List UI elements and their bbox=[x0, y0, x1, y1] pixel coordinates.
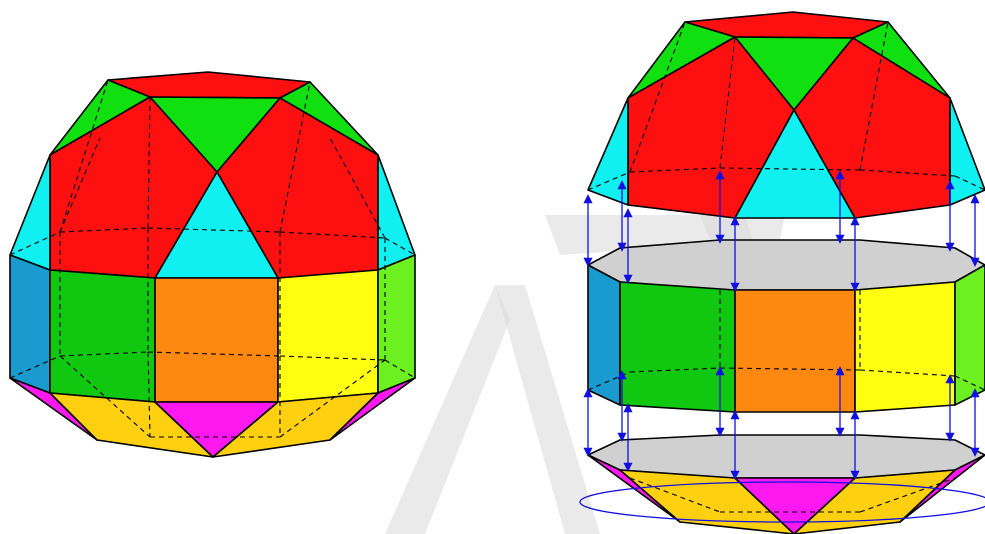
hidden-edge-right-16 bbox=[629, 477, 721, 513]
exploded-upper-cyan-center bbox=[734, 109, 856, 219]
hidden-edge-left-12 bbox=[147, 351, 281, 357]
hidden-edge-left-9 bbox=[329, 137, 386, 239]
hidden-edge-left-8 bbox=[59, 137, 101, 233]
hidden-edge-right-6 bbox=[719, 36, 736, 169]
hidden-edge-left-10 bbox=[9, 355, 61, 379]
hidden-edge-right-4 bbox=[954, 175, 985, 191]
exploded-band-yellow bbox=[854, 281, 956, 413]
hidden-edge-right-18 bbox=[859, 477, 956, 513]
hidden-edge-left-1 bbox=[59, 227, 149, 233]
band-yellow-face bbox=[277, 269, 379, 403]
hidden-edge-right-1 bbox=[629, 167, 721, 173]
band-blue-face bbox=[9, 254, 51, 394]
lower-magenta-face-right bbox=[329, 377, 416, 441]
exploded-lower-magenta-right bbox=[899, 454, 985, 523]
hidden-edge-right-11 bbox=[859, 369, 956, 377]
hidden-edge-right-9 bbox=[629, 367, 721, 373]
exploded-band-green bbox=[619, 281, 736, 413]
rotation-ellipse bbox=[579, 481, 985, 523]
hidden-edge-left-2 bbox=[147, 227, 281, 233]
exploded-polyhedron bbox=[579, 11, 985, 534]
exploded-upper-cyan-right bbox=[949, 97, 985, 206]
hidden-edge-left-0 bbox=[9, 231, 61, 256]
hidden-edge-right-3 bbox=[859, 169, 956, 177]
hidden-edge-left-19 bbox=[59, 355, 151, 438]
watermark-stroke-1 bbox=[495, 285, 600, 534]
exploded-upper-cyan-left bbox=[587, 97, 629, 206]
hidden-edge-left-11 bbox=[59, 351, 149, 357]
band-green-face bbox=[49, 269, 156, 403]
hidden-edge-right-0 bbox=[587, 171, 631, 191]
hidden-edge-left-4 bbox=[384, 237, 416, 256]
hidden-edge-left-14 bbox=[384, 359, 416, 379]
watermark-stroke-2 bbox=[385, 285, 510, 534]
exploded-band-orange bbox=[734, 289, 856, 413]
upper-cyan-face-left bbox=[9, 154, 51, 271]
exploded-band-blue bbox=[587, 264, 621, 406]
assembled-polyhedron bbox=[9, 71, 416, 458]
exploded-band-lime bbox=[954, 264, 985, 406]
band-lime-face bbox=[377, 254, 416, 394]
hidden-edge-right-12 bbox=[954, 375, 985, 391]
band-orange-face bbox=[154, 277, 279, 403]
hidden-edge-right-7 bbox=[859, 21, 889, 171]
hidden-edge-left-21 bbox=[279, 359, 386, 438]
hidden-edge-left-7 bbox=[279, 81, 311, 233]
band-top-gray-cap bbox=[587, 239, 985, 291]
upper-cyan-face-right bbox=[377, 154, 416, 271]
hidden-edge-left-6 bbox=[147, 96, 151, 229]
